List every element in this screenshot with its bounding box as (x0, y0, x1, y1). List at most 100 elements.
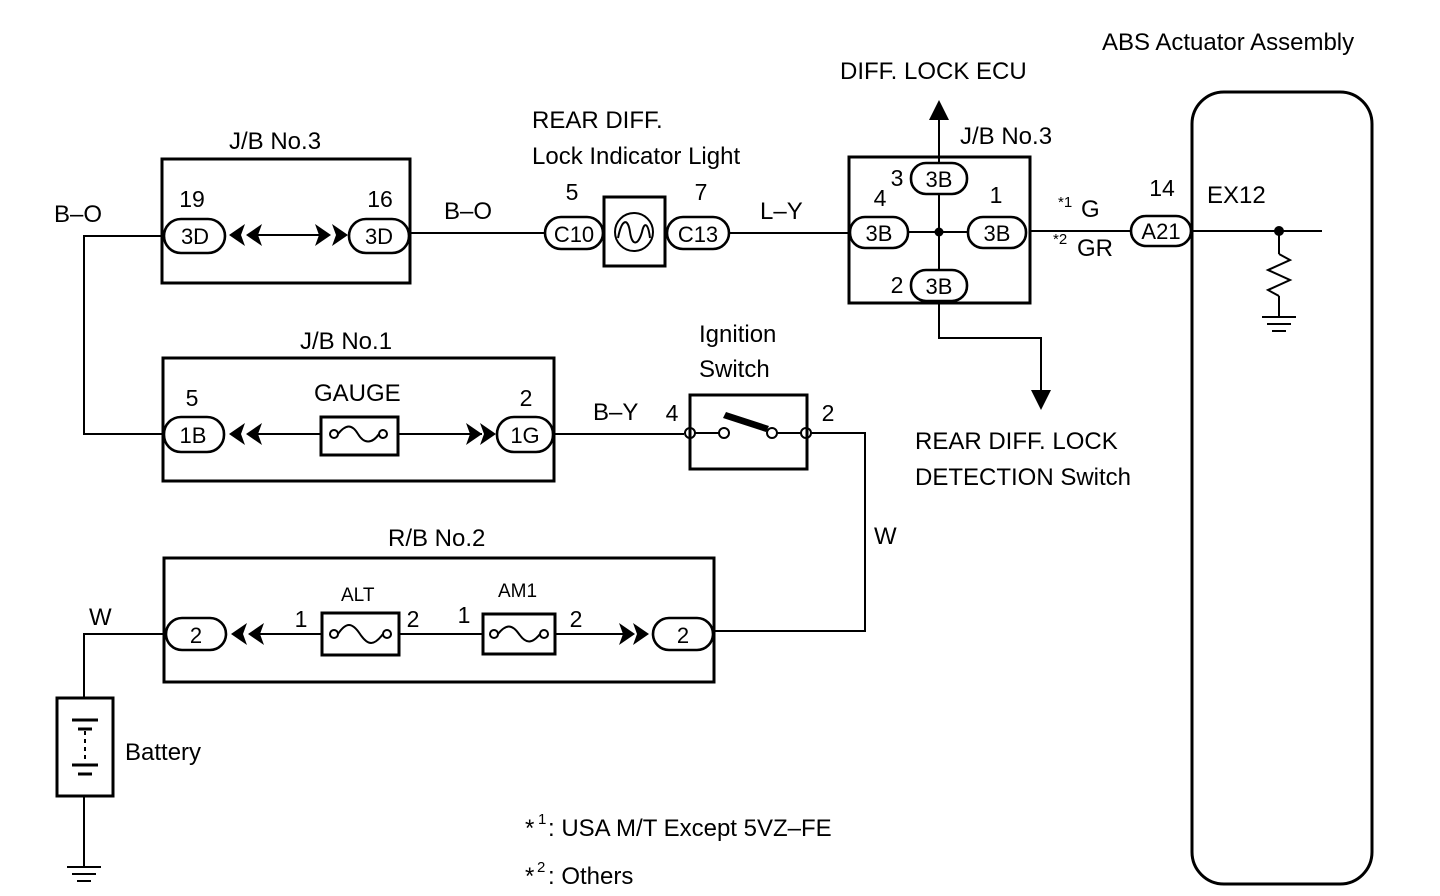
abs-actuator-assembly: ABS Actuator Assembly EX12 (1102, 29, 1374, 886)
rb2-title: R/B No.2 (388, 525, 485, 552)
battery: Battery (55, 696, 201, 882)
indicator-light-box (602, 195, 667, 268)
ignition-switch: Ignition Switch 4 2 (666, 321, 835, 471)
ground-symbol (67, 866, 101, 882)
ex12-terminal-label: EX12 (1207, 182, 1266, 209)
to-detection-switch-arrow (938, 301, 1051, 410)
jb3-right-pin-1: 1 (990, 182, 1003, 208)
detection-switch-line1: REAR DIFF. LOCK (915, 428, 1118, 455)
connector-arrow-icon (229, 423, 245, 445)
junction-block-1: J/B No.1 GAUGE 1B 5 1G 2 (161, 328, 556, 483)
jb1-pin-2: 2 (520, 385, 533, 411)
wire-color-w-left: W (89, 604, 112, 631)
abs-actuator-title: ABS Actuator Assembly (1102, 29, 1354, 56)
wire-color-w-right: W (874, 523, 897, 550)
ground-symbol (1262, 316, 1296, 332)
fusible-link-icon (337, 624, 384, 644)
pin-16-label: 16 (367, 186, 393, 212)
connector-arrow-icon (466, 423, 482, 445)
bulb-icon (614, 212, 654, 252)
indicator-title-line2: Lock Indicator Light (532, 143, 740, 170)
resistor-symbol (1265, 253, 1293, 297)
am1-fuse-label: AM1 (498, 581, 537, 602)
diff-lock-ecu-label: DIFF. LOCK ECU (840, 58, 1027, 85)
pin-19-label: 19 (179, 186, 205, 212)
jb3-left-connector-3d-right: 3D (365, 224, 393, 249)
jb3-right-pin-3: 3 (891, 165, 904, 191)
am1-pin-1: 1 (458, 602, 471, 628)
jb3-right-connector-right: 3B (984, 221, 1011, 246)
connector-c13-label: C13 (678, 222, 718, 247)
wire-b-o-left (83, 235, 164, 435)
wire-color-gr: GR (1077, 235, 1113, 262)
jb3-right-pin-2: 2 (891, 272, 904, 298)
connector-arrow-icon (231, 623, 247, 645)
wire-label-g-gr: *1 G *2 GR (1053, 194, 1113, 262)
battery-label: Battery (125, 739, 201, 766)
pin-5-label: 5 (566, 179, 579, 205)
jb3-right-pin-4: 4 (874, 185, 887, 211)
switch-lever-icon (723, 412, 769, 432)
ignition-title-line1: Ignition (699, 321, 776, 348)
footnote-1-sup: 1 (538, 811, 546, 828)
indicator-title-line1: REAR DIFF. (532, 107, 663, 134)
connector-arrow-icon (332, 224, 348, 246)
junction-dot (934, 227, 944, 237)
junction-block-3-right: J/B No.3 3B 3 3B 4 3B 1 3B 2 (847, 123, 1052, 305)
rear-diff-lock-indicator-light: REAR DIFF. Lock Indicator Light C10 5 C1… (532, 107, 740, 268)
alt-fuse-box (320, 611, 401, 657)
jb1-connector-1g: 1G (510, 423, 539, 448)
wire-w-left (83, 633, 166, 698)
jb3-right-title: J/B No.3 (960, 123, 1052, 150)
rb2-connector-left: 2 (190, 623, 202, 648)
jb3-left-box (160, 157, 412, 285)
pin-14-label: 14 (1149, 175, 1175, 201)
footnote-2-text: : Others (548, 863, 633, 890)
junction-block-3-left: J/B No.3 3D 19 3D 16 (160, 128, 412, 285)
note-mark-1: *1 (1058, 194, 1072, 211)
fuse-icon (497, 625, 541, 643)
ignition-title-line2: Switch (699, 356, 770, 383)
fuse-icon (337, 425, 380, 443)
am1-pin-2: 2 (570, 606, 583, 632)
footnote-2-mark: * (525, 863, 534, 890)
jb3-right-connector-bottom: 3B (926, 274, 953, 299)
alt-pin-1: 1 (295, 606, 308, 632)
connector-arrow-icon (229, 224, 245, 246)
connector-a21: A21 14 (1129, 175, 1193, 248)
gauge-fuse-label: GAUGE (314, 380, 401, 407)
pin-7-label: 7 (695, 179, 708, 205)
wire-w-right (713, 432, 866, 632)
jb1-box (161, 356, 556, 483)
ignition-pin-2: 2 (822, 400, 835, 426)
alt-pin-2: 2 (407, 606, 420, 632)
jb1-pin-5: 5 (186, 385, 199, 411)
am1-fuse-box (481, 612, 557, 656)
wire-color-l-y: L–Y (760, 198, 803, 225)
detection-switch-line2: DETECTION Switch (915, 464, 1131, 491)
relay-block-2: R/B No.2 2 2 ALT 1 2 AM1 1 2 (162, 525, 716, 684)
ignition-pin-4: 4 (666, 400, 679, 426)
wire-color-b-o-middle: B–O (444, 198, 492, 225)
jb3-left-title: J/B No.3 (229, 128, 321, 155)
a21-connector-label: A21 (1141, 219, 1180, 244)
abs-actuator-body (1190, 90, 1374, 886)
note-mark-2: *2 (1053, 231, 1067, 248)
gauge-fuse-box (319, 415, 400, 457)
footnote-1-text: : USA M/T Except 5VZ–FE (548, 815, 832, 842)
rb2-box (162, 556, 716, 684)
wire-color-g: G (1081, 196, 1100, 223)
jb3-right-connector-top: 3B (926, 167, 953, 192)
footnote-1-mark: * (525, 815, 534, 842)
jb3-left-connector-3d-left: 3D (181, 224, 209, 249)
wire-color-b-y: B–Y (593, 399, 638, 426)
footnote-2-sup: 2 (537, 859, 545, 876)
wire-color-b-o-left: B–O (54, 201, 102, 228)
jb3-right-connector-left: 3B (866, 221, 893, 246)
rb2-connector-right: 2 (677, 623, 689, 648)
footnotes: * 1 : USA M/T Except 5VZ–FE * 2 : Others (525, 811, 832, 890)
ignition-switch-box (688, 393, 809, 471)
alt-fuse-label: ALT (341, 585, 375, 606)
jb1-connector-1b: 1B (180, 423, 207, 448)
